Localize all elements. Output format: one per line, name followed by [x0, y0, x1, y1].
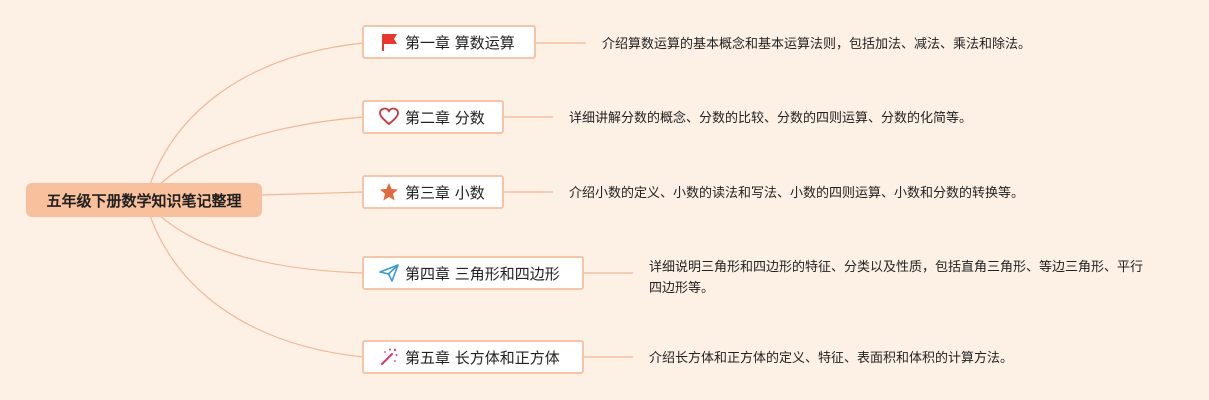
chapter-description-4: 详细说明三角形和四边形的特征、分类以及性质，包括直角三角形、等边三角形、平行四边… — [649, 260, 1144, 296]
root-title: 五年级下册数学知识笔记整理 — [46, 191, 242, 210]
chapter-node-4[interactable]: 第四章 三角形和四边形 — [362, 256, 584, 290]
branch-line-3 — [261, 191, 364, 196]
chapter-label: 第五章 长方体和正方体 — [405, 348, 560, 367]
chapter-label: 第三章 小数 — [405, 183, 485, 202]
branch-line-5 — [144, 199, 364, 358]
chapter-label: 第一章 算数运算 — [405, 33, 515, 52]
chapter-node-2[interactable]: 第二章 分数 — [362, 100, 504, 134]
paper-plane-icon — [378, 262, 400, 284]
chapter-node-5[interactable]: 第五章 长方体和正方体 — [362, 340, 584, 374]
heart-icon — [378, 106, 400, 128]
chapter-node-3[interactable]: 第三章 小数 — [362, 175, 504, 209]
chapter-label: 第二章 分数 — [405, 108, 485, 127]
chapter-description-2: 详细讲解分数的概念、分数的比较、分数的四则运算、分数的化简等。 — [569, 111, 973, 126]
magic-wand-icon — [378, 346, 400, 368]
chapter-description-1: 介绍算数运算的基本概念和基本运算法则，包括加法、减法、乘法和除法。 — [602, 37, 1032, 52]
chapter-label: 第四章 三角形和四边形 — [405, 264, 560, 283]
star-icon — [378, 181, 400, 203]
chapter-node-1[interactable]: 第一章 算数运算 — [362, 25, 536, 59]
root-topic[interactable]: 五年级下册数学知识笔记整理 — [26, 183, 262, 217]
branch-line-1 — [144, 42, 364, 201]
flag-icon — [378, 31, 400, 53]
branch-line-2 — [144, 116, 364, 201]
branch-line-4 — [144, 199, 364, 274]
chapter-description-5: 介绍长方体和正方体的定义、特征、表面积和体积的计算方法。 — [649, 351, 1014, 366]
chapter-description-3: 介绍小数的定义、小数的读法和写法、小数的四则运算、小数和分数的转换等。 — [569, 186, 1025, 201]
